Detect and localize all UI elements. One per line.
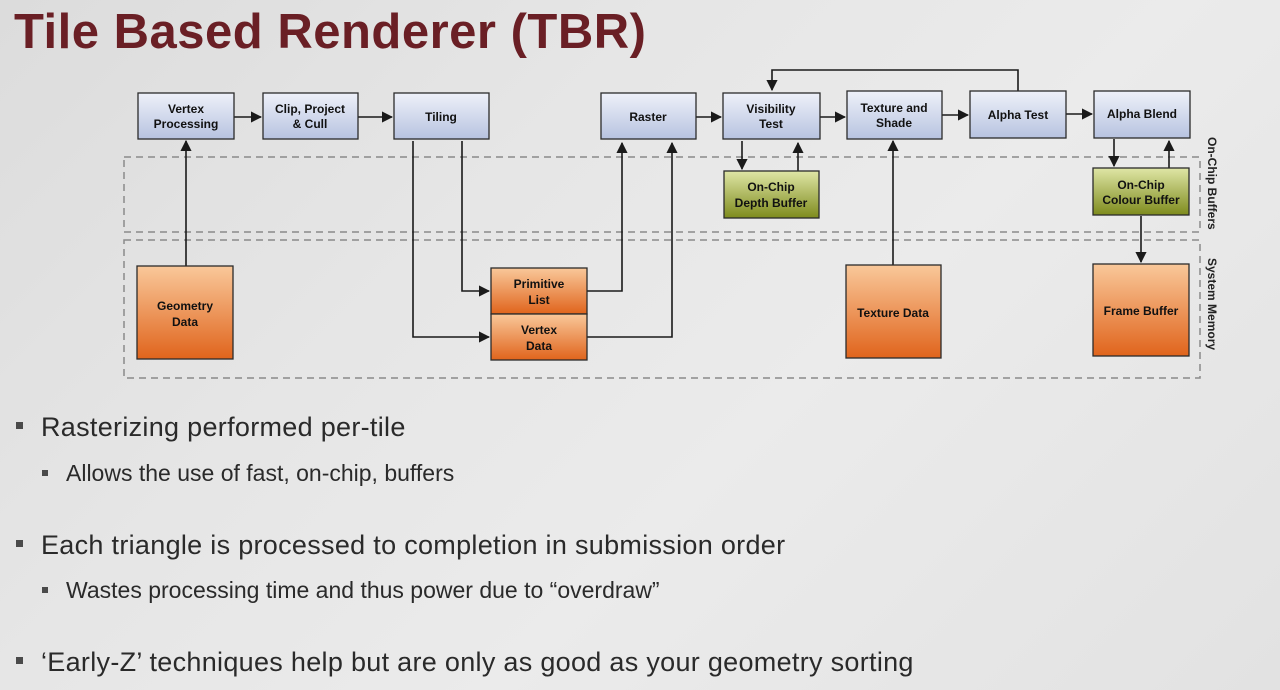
bullet-1-text: Rasterizing performed per-tile — [41, 412, 406, 442]
sub-bullet-2-text: Wastes processing time and thus power du… — [66, 577, 660, 603]
onchip-buffers-label: On-Chip Buffers — [1205, 137, 1219, 230]
sub-bullet-marker — [42, 469, 48, 476]
alpha-test-box — [969, 90, 1067, 139]
arrow-alphatest-to-visibility — [766, 69, 1019, 92]
bullet-marker — [16, 422, 23, 430]
system-memory-region — [123, 239, 1201, 379]
bullet-1: Rasterizing performed per-tile — [16, 412, 406, 443]
sub-bullet-1-text: Allows the use of fast, on-chip, buffers — [66, 460, 455, 486]
sub-bullet-marker — [42, 586, 48, 593]
frame-buffer-box — [1092, 263, 1190, 357]
geometry-data-box — [136, 265, 234, 360]
raster-label: Raster — [629, 110, 667, 124]
texture-data-box — [845, 264, 942, 359]
clip-project-cull-box — [262, 92, 359, 140]
arrow-tiling-to-vertex-data — [412, 141, 491, 343]
alpha-blend-label: Alpha Blend — [1107, 107, 1177, 121]
primitive-list-box — [490, 267, 588, 315]
bullet-3: ‘Early-Z’ techniques help but are only a… — [16, 647, 914, 678]
slide-title: Tile Based Renderer (TBR) — [14, 5, 647, 59]
arrow-vertex-data-to-raster — [587, 141, 678, 338]
tiling-box — [393, 92, 490, 140]
bullet-marker — [16, 540, 23, 548]
clip-project-cull-label: Clip, Project& Cull — [275, 102, 345, 131]
tiling-label: Tiling — [425, 110, 457, 124]
bullet-2: Each triangle is processed to completion… — [16, 530, 785, 561]
frame-buffer-label: Frame Buffer — [1104, 304, 1179, 318]
sub-bullet-2: Wastes processing time and thus power du… — [42, 577, 660, 604]
onchip-colour-buffer-box — [1092, 167, 1190, 216]
system-memory-label: System Memory — [1205, 258, 1219, 350]
visibility-test-box — [722, 92, 821, 140]
texture-data-label: Texture Data — [857, 306, 929, 320]
vertex-data-box — [490, 313, 588, 361]
vertex-processing-box — [137, 92, 235, 140]
sub-bullet-1: Allows the use of fast, on-chip, buffers — [42, 460, 454, 487]
onchip-depth-buffer-box — [723, 170, 820, 219]
raster-box — [600, 92, 697, 140]
bullet-3-text: ‘Early-Z’ techniques help but are only a… — [41, 647, 914, 677]
arrow-primitive-list-to-raster — [587, 141, 628, 292]
bullet-2-text: Each triangle is processed to completion… — [41, 530, 786, 560]
bullet-marker — [16, 657, 23, 665]
texture-and-shade-box — [846, 90, 943, 140]
alpha-test-label: Alpha Test — [988, 108, 1048, 122]
arrow-tiling-to-primitive-list — [461, 141, 491, 297]
alpha-blend-box — [1093, 90, 1191, 139]
